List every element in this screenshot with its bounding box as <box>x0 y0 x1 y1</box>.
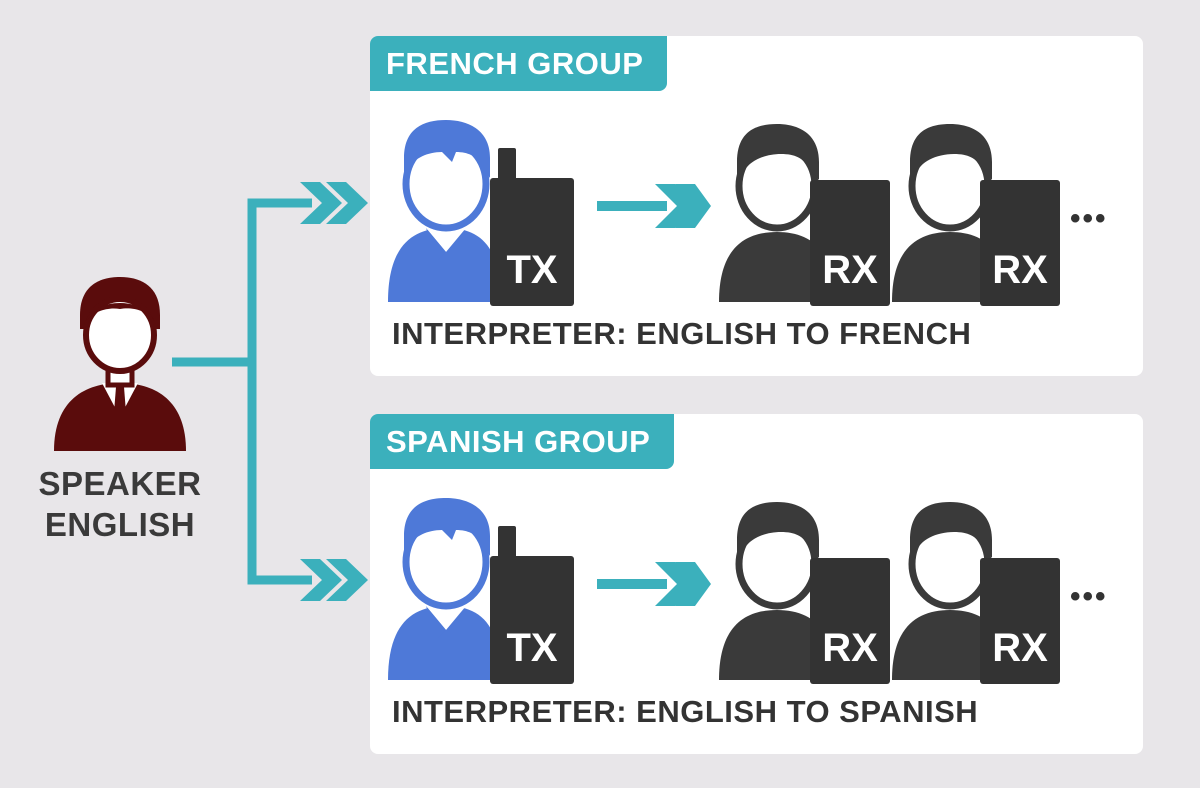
group-title: FRENCH GROUP <box>370 36 668 91</box>
receiver-device-icon <box>810 558 890 684</box>
transmitter-device-icon <box>490 148 574 306</box>
tx-label: TX <box>506 248 558 292</box>
listener-person-icon <box>892 124 1008 302</box>
group-panel-spanish: SPANISH GROUP TX RX RX ••• INTERPRETER: … <box>370 414 1143 754</box>
interpreter-label: INTERPRETER: ENGLISH TO SPANISH <box>392 694 979 729</box>
speaker-language-text: ENGLISH <box>44 506 196 543</box>
interpreter-label: INTERPRETER: ENGLISH TO FRENCH <box>392 316 972 351</box>
rx-label: RX <box>822 626 878 670</box>
listener-person-icon <box>892 502 1008 680</box>
group-title: SPANISH GROUP <box>370 414 675 469</box>
chevron-double-right-icon <box>300 559 368 601</box>
rx-label: RX <box>992 626 1048 670</box>
receiver-device-icon <box>980 558 1060 684</box>
chevron-double-right-icon <box>300 182 368 224</box>
speaker-branch-line <box>172 198 312 585</box>
chevron-double-right-icon <box>597 184 711 228</box>
more-receivers-ellipsis: ••• <box>1070 202 1108 235</box>
interpreter-person-icon <box>388 498 501 680</box>
group-panel-french: FRENCH GROUP TX RX RX ••• INTERPRETER: E <box>370 36 1143 376</box>
interpreter-person-icon <box>388 120 501 302</box>
transmitter-device-icon <box>490 526 574 684</box>
speaker-role-text: SPEAKER <box>38 465 202 502</box>
receiver-device-icon <box>980 180 1060 306</box>
chevron-double-right-icon <box>597 562 711 606</box>
listener-person-icon <box>719 124 835 302</box>
listener-person-icon <box>719 502 835 680</box>
more-receivers-ellipsis: ••• <box>1070 580 1108 613</box>
rx-label: RX <box>822 248 878 292</box>
receiver-device-icon <box>810 180 890 306</box>
rx-label: RX <box>992 248 1048 292</box>
speaker: SPEAKER ENGLISH <box>30 275 210 545</box>
speaker-label: SPEAKER ENGLISH <box>30 463 210 545</box>
businessman-icon <box>54 277 186 451</box>
tx-label: TX <box>506 626 558 670</box>
